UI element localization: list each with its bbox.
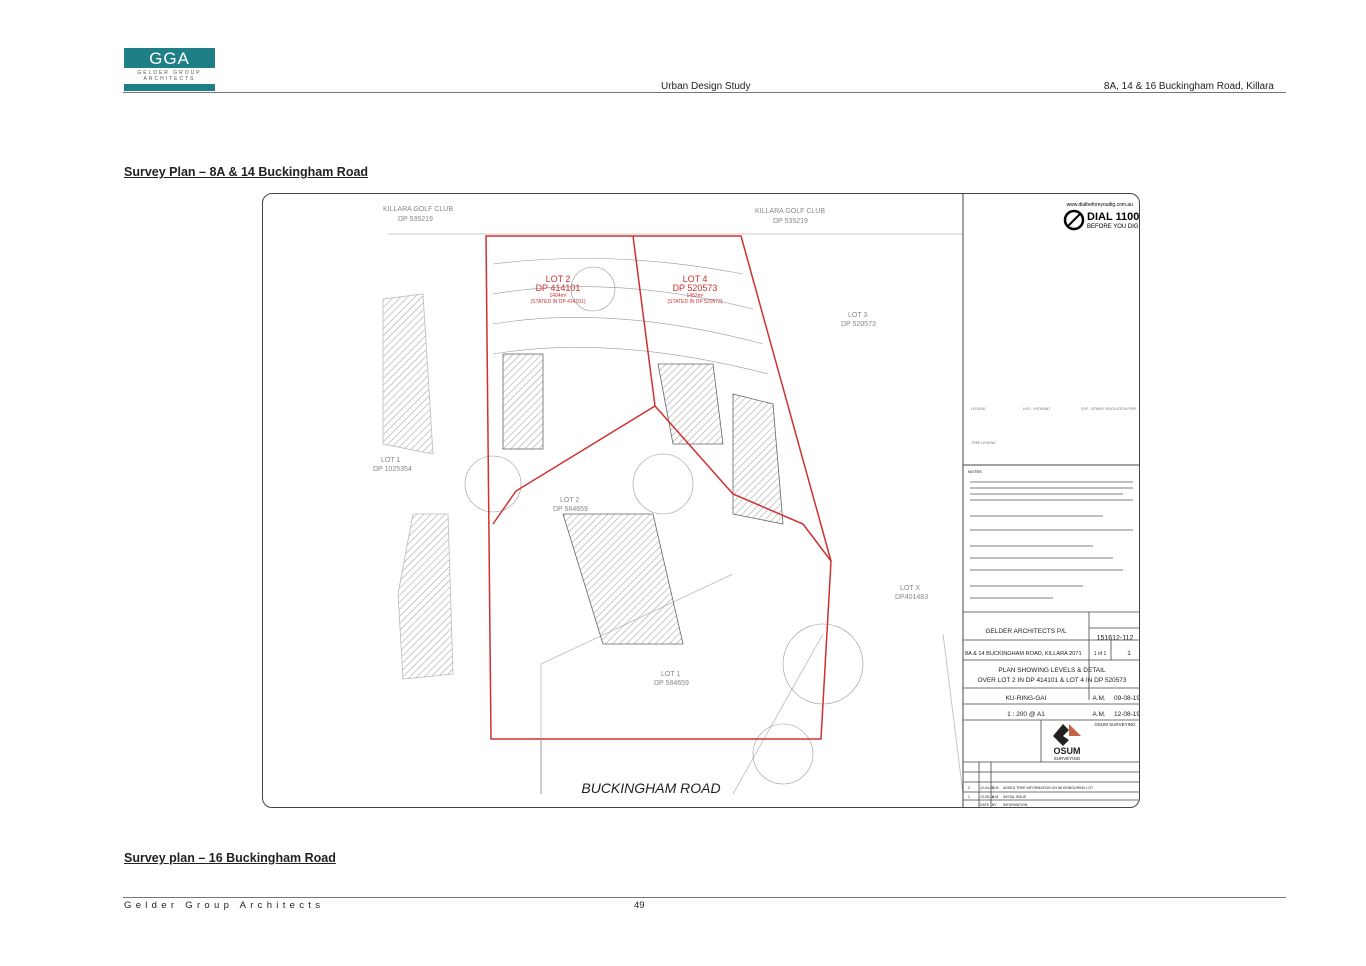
osum-logo bbox=[1053, 724, 1069, 746]
svg-text:PLAN SHOWING LEVELS & DETAIL: PLAN SHOWING LEVELS & DETAIL bbox=[998, 667, 1106, 674]
svg-text:OVER LOT 2 IN DP 414101 & LOT: OVER LOT 2 IN DP 414101 & LOT 4 IN DP 52… bbox=[977, 677, 1126, 684]
svg-text:1 : 200 @ A1: 1 : 200 @ A1 bbox=[1007, 711, 1045, 718]
svg-text:A.M.: A.M. bbox=[1092, 711, 1106, 718]
svg-text:LOT 2: LOT 2 bbox=[560, 497, 579, 504]
svg-text:1: 1 bbox=[968, 795, 970, 799]
svg-text:NOTES: NOTES bbox=[968, 469, 982, 474]
gga-logo: GGA GELDER GROUP ARCHITECTS bbox=[124, 48, 215, 91]
svg-text:DP 535219: DP 535219 bbox=[398, 216, 433, 223]
svg-text:1452m²: 1452m² bbox=[687, 293, 704, 299]
svg-text:1: 1 bbox=[1127, 650, 1131, 657]
svg-text:1 of 1: 1 of 1 bbox=[1094, 651, 1107, 657]
svg-text:LEGEND: LEGEND bbox=[971, 407, 986, 411]
svg-text:SVP - SEWER VENTILATION PIPE: SVP - SEWER VENTILATION PIPE bbox=[1081, 407, 1137, 411]
svg-text:SURVEYING: SURVEYING bbox=[1054, 756, 1081, 761]
svg-text:INITIAL ISSUE: INITIAL ISSUE bbox=[1003, 795, 1027, 799]
svg-text:DATE: DATE bbox=[980, 803, 990, 807]
svg-text:8A & 14 BUCKINGHAM ROAD, KILLA: 8A & 14 BUCKINGHAM ROAD, KILLARA 2071 bbox=[965, 651, 1082, 657]
svg-text:LOT X: LOT X bbox=[900, 585, 920, 592]
svg-text:LOT 3: LOT 3 bbox=[848, 312, 867, 319]
label-lot-2: LOT 2 bbox=[546, 274, 571, 284]
label-golf-club: KILLARA GOLF CLUB bbox=[755, 208, 825, 215]
svg-text:DP 414101: DP 414101 bbox=[536, 283, 581, 293]
svg-text:DIAL 1100: DIAL 1100 bbox=[1087, 211, 1139, 223]
svg-text:www.dialbeforeyoudig.com.au: www.dialbeforeyoudig.com.au bbox=[1067, 202, 1134, 208]
header-center: Urban Design Study bbox=[661, 81, 751, 92]
svg-text:LOT 1: LOT 1 bbox=[381, 457, 400, 464]
svg-text:13-08-19: 13-08-19 bbox=[980, 795, 994, 799]
svg-text:GELDER ARCHITECTS P/L: GELDER ARCHITECTS P/L bbox=[985, 628, 1067, 635]
svg-text:OSUM SURVEYING: OSUM SURVEYING bbox=[1094, 722, 1136, 727]
svg-text:DP401483: DP401483 bbox=[895, 594, 928, 601]
svg-text:DP 520573: DP 520573 bbox=[673, 283, 718, 293]
svg-text:A.M.: A.M. bbox=[992, 795, 999, 799]
label-lot-4: LOT 4 bbox=[683, 274, 708, 284]
svg-text:DP 535219: DP 535219 bbox=[773, 218, 808, 225]
footer-company: Gelder Group Architects bbox=[124, 900, 325, 911]
svg-text:(STATED IN DP 520573): (STATED IN DP 520573) bbox=[667, 299, 722, 305]
page-number: 49 bbox=[634, 900, 645, 911]
label-road: BUCKINGHAM ROAD bbox=[581, 780, 720, 796]
svg-text:DP 1025354: DP 1025354 bbox=[373, 466, 412, 473]
svg-text:12-08-19: 12-08-19 bbox=[1114, 711, 1140, 718]
survey-plan: KILLARA GOLF CLUB DP 535219 KILLARA GOLF… bbox=[262, 193, 1140, 808]
svg-text:OSUM: OSUM bbox=[1054, 746, 1081, 756]
svg-text:LOT 1: LOT 1 bbox=[661, 671, 680, 678]
svg-text:KU-RING-GAI: KU-RING-GAI bbox=[1006, 695, 1047, 702]
svg-text:DP 584659: DP 584659 bbox=[553, 506, 588, 513]
svg-text:1404m²: 1404m² bbox=[550, 293, 567, 299]
svg-text:DP 520573: DP 520573 bbox=[841, 321, 876, 328]
label-golf-club: KILLARA GOLF CLUB bbox=[383, 206, 453, 213]
svg-text:ADDED TREE INFORMATION ON NEIG: ADDED TREE INFORMATION ON NEIGHBOURING L… bbox=[1003, 786, 1094, 790]
svg-text:BY: BY bbox=[992, 803, 997, 807]
section-title: Survey Plan – 8A & 14 Buckingham Road bbox=[124, 165, 369, 179]
footer-rule bbox=[123, 897, 1286, 898]
svg-text:2: 2 bbox=[968, 786, 970, 790]
header-rule bbox=[123, 92, 1286, 93]
section-title: Survey plan – 16 Buckingham Road bbox=[124, 851, 336, 865]
svg-text:DP 584659: DP 584659 bbox=[654, 680, 689, 687]
svg-text:A.M.: A.M. bbox=[1092, 695, 1106, 702]
svg-text:HYD - HYDRANT: HYD - HYDRANT bbox=[1023, 407, 1051, 411]
svg-text:INFORMATION: INFORMATION bbox=[1003, 803, 1028, 807]
svg-text:09-08-19: 09-08-19 bbox=[1114, 695, 1140, 702]
site-boundary bbox=[485, 235, 832, 740]
svg-text:R.M.: R.M. bbox=[992, 786, 999, 790]
header-right: 8A, 14 & 16 Buckingham Road, Killara bbox=[1103, 81, 1274, 92]
svg-text:(STATED IN DP 414101): (STATED IN DP 414101) bbox=[530, 299, 585, 305]
svg-text:12-04-21: 12-04-21 bbox=[980, 786, 994, 790]
no-dig-icon bbox=[1063, 209, 1085, 231]
svg-text:151612-112: 151612-112 bbox=[1097, 635, 1134, 642]
svg-text:TREE LEGEND: TREE LEGEND bbox=[971, 441, 996, 445]
svg-text:BEFORE YOU DIG: BEFORE YOU DIG bbox=[1087, 224, 1139, 230]
